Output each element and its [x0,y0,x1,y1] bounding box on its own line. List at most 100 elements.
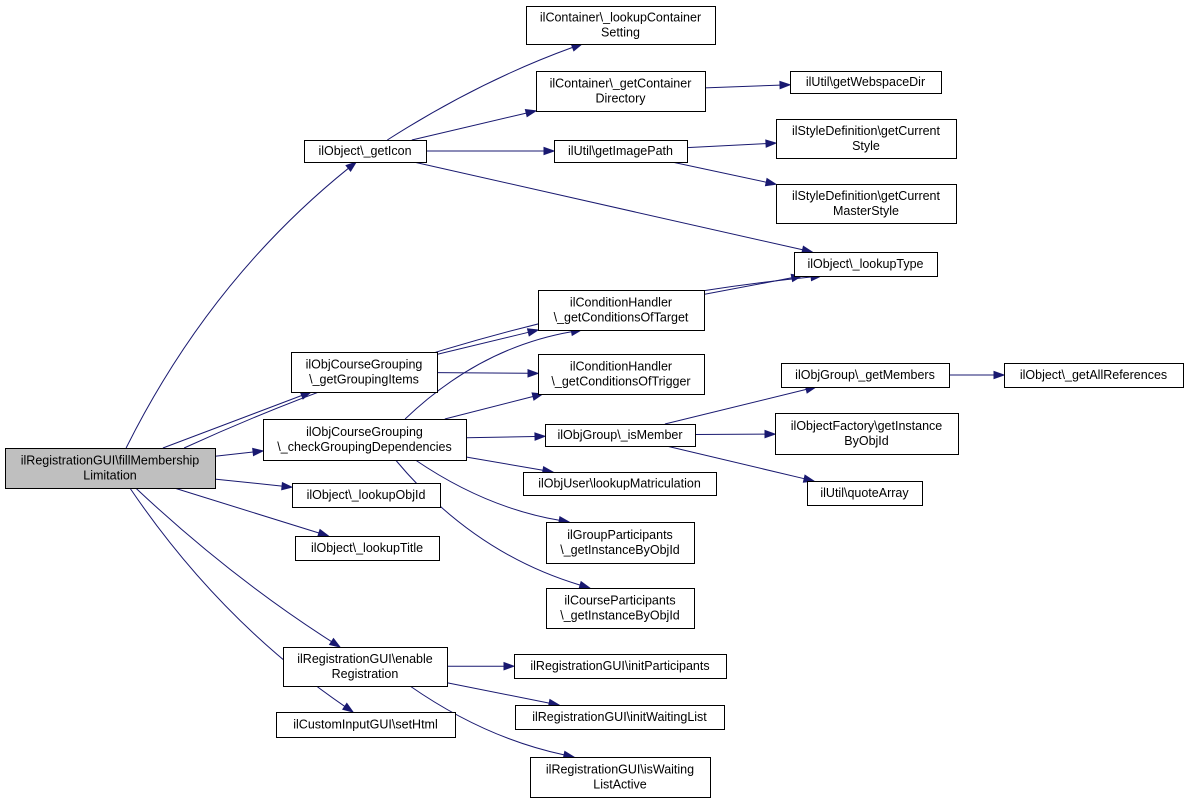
node-getGroupingItems[interactable]: ilObjCourseGrouping\_getGroupingItems [291,352,438,393]
edge-getImagePath-to-getCurrentStyle [686,139,778,149]
arrowhead-icon [570,43,584,52]
edge-line [387,46,573,141]
node-box[interactable] [546,588,695,629]
node-box[interactable] [807,481,923,506]
node-label: MasterStyle [833,204,899,218]
edge-line [436,331,529,355]
node-label: ilCustomInputGUI\setHtml [293,718,437,732]
node-lookupMatriculation[interactable]: ilObjUser\lookupMatriculation [523,472,717,496]
node-groupParticipants[interactable]: ilGroupParticipants\_getInstanceByObjId [546,522,695,564]
node-getAllReferences[interactable]: ilObject\_getAllReferences [1004,363,1184,388]
node-box[interactable] [538,290,705,331]
node-courseParticipants[interactable]: ilCourseParticipants\_getInstanceByObjId [546,588,695,629]
node-label: ilRegistrationGUI\isWaiting [546,763,694,777]
edge-line [686,143,767,149]
node-box[interactable] [554,140,688,163]
edge-line [446,682,550,704]
node-label: ilObject\_getIcon [318,144,411,158]
edge-line [444,396,534,420]
node-box[interactable] [546,522,695,564]
node-getMembers[interactable]: ilObjGroup\_getMembers [781,363,950,388]
node-box[interactable] [776,184,957,224]
node-box[interactable] [781,363,950,388]
node-box[interactable] [530,757,711,798]
edge-line [404,331,572,420]
node-box[interactable] [291,352,438,393]
node-box[interactable] [536,71,706,112]
edge-getGroupingItems-to-getConditionsOfTarget [436,328,540,355]
edge-line [465,436,536,439]
node-label: ilObjCourseGrouping [306,358,423,372]
node-getInstanceByObjId[interactable]: ilObjectFactory\getInstanceByObjId [775,413,959,455]
node-label: ilObjCourseGrouping [306,425,423,439]
node-label: ilObject\_getAllReferences [1020,368,1167,382]
node-box[interactable] [514,654,727,679]
node-box[interactable] [292,483,441,508]
edge-root-to-lookupObjId [214,478,294,491]
node-box[interactable] [1004,363,1184,388]
node-lookupObjId[interactable]: ilObject\_lookupObjId [292,483,441,508]
node-getConditionsOfTarget[interactable]: ilConditionHandler\_getConditionsOfTarge… [538,290,705,331]
edge-line [415,459,560,521]
edge-line [174,487,320,534]
node-getWebspaceDir[interactable]: ilUtil\getWebspaceDir [790,71,942,94]
node-lookupType[interactable]: ilObject\_lookupType [794,252,938,277]
node-label: ilRegistrationGUI\enable [297,652,433,666]
node-box[interactable] [790,71,942,94]
edge-line [465,456,544,471]
node-root[interactable]: ilRegistrationGUI\fillMembershipLimitati… [5,448,216,489]
node-box[interactable] [538,354,705,395]
node-label: Style [852,139,880,153]
node-box[interactable] [526,6,716,45]
node-setHtml[interactable]: ilCustomInputGUI\setHtml [276,712,456,738]
node-box[interactable] [545,424,696,447]
arrowhead-icon [765,139,778,148]
node-label: ilObjGroup\_isMember [557,428,682,442]
node-getIcon[interactable]: ilObject\_getIcon [304,140,427,163]
node-getConditionsOfTrigger[interactable]: ilConditionHandler\_getConditionsOfTrigg… [538,354,705,395]
node-box[interactable] [283,647,448,687]
edge-checkGroupingDependencies-to-getConditionsOfTrigger [444,392,545,420]
node-box[interactable] [263,419,467,461]
edge-getIcon-to-getImagePath [426,146,556,156]
node-box[interactable] [515,705,725,730]
node-isMember[interactable]: ilObjGroup\_isMember [545,424,696,447]
node-box[interactable] [523,472,717,496]
node-label: ilRegistrationGUI\initParticipants [530,659,709,673]
node-box[interactable] [276,712,456,738]
edge-line [436,372,529,374]
edge-getMembers-to-getAllReferences [949,370,1006,380]
node-box[interactable] [794,252,938,277]
node-box[interactable] [295,536,440,561]
node-label: ilStyleDefinition\getCurrent [792,124,941,138]
node-label: ilObject\_lookupObjId [307,488,426,502]
node-initWaitingList[interactable]: ilRegistrationGUI\initWaitingList [515,705,725,730]
arrowhead-icon [524,109,538,118]
node-getImagePath[interactable]: ilUtil\getImagePath [554,140,688,163]
node-checkGroupingDependencies[interactable]: ilObjCourseGrouping\_checkGroupingDepend… [263,419,467,461]
node-label: \_getInstanceByObjId [560,609,680,623]
node-box[interactable] [776,119,957,159]
node-box[interactable] [304,140,427,163]
edge-line [162,395,302,449]
edge-getContainerDirectory-to-getWebspaceDir [704,80,792,90]
node-box[interactable] [5,448,216,489]
arrowhead-icon [317,528,330,538]
edge-line [183,276,812,449]
node-lookupTitle[interactable]: ilObject\_lookupTitle [295,536,440,561]
node-label: \_checkGroupingDependencies [277,440,451,454]
node-box[interactable] [775,413,959,455]
node-label: ListActive [593,778,647,792]
node-initParticipants[interactable]: ilRegistrationGUI\initParticipants [514,654,727,679]
edge-line [704,84,781,89]
node-label: ilConditionHandler [570,296,672,310]
node-quoteArray[interactable]: ilUtil\quoteArray [807,481,923,506]
edge-checkGroupingDependencies-to-isMember [465,432,547,441]
nodes-layer: ilRegistrationGUI\fillMembershipLimitati… [5,6,1184,798]
